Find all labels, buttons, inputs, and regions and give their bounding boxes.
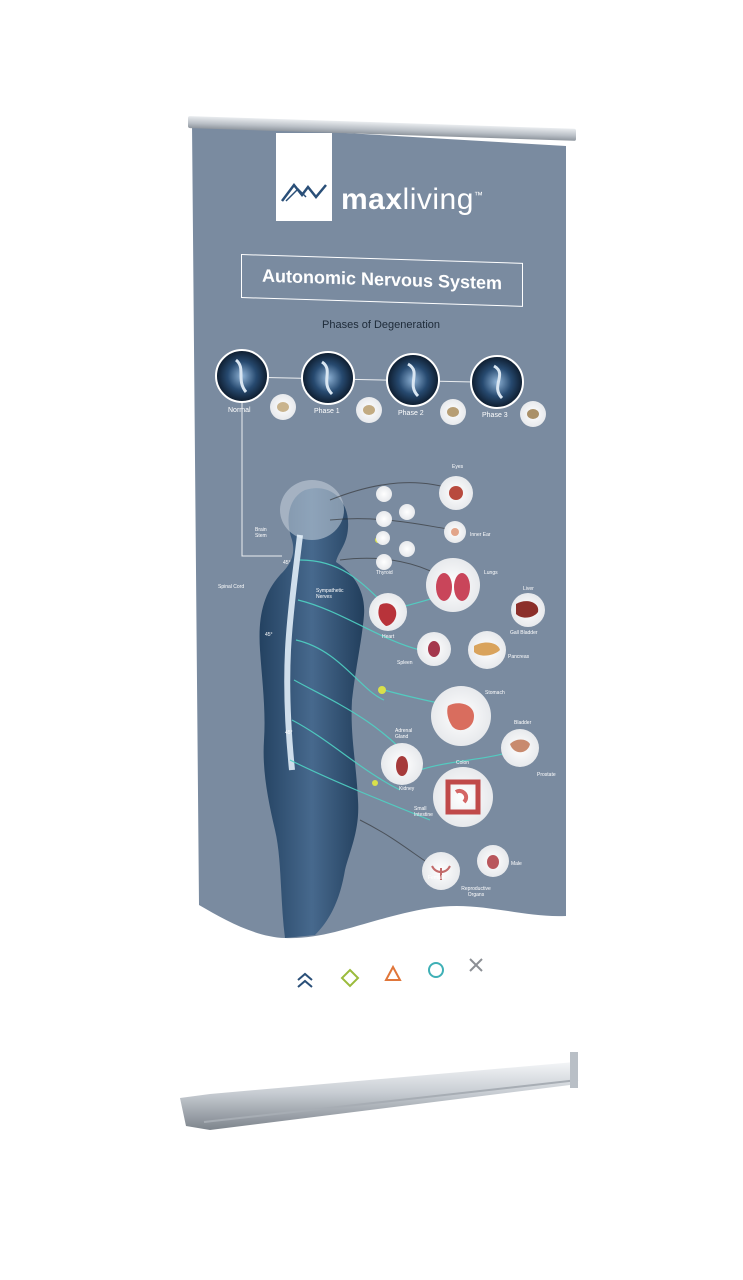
organ-label-male: Male [511, 861, 522, 867]
label-angle-2: 45° [265, 632, 273, 638]
chevrons-up-icon [297, 972, 313, 988]
organ-label-heart: Heart [382, 634, 395, 640]
brand-wordmark: maxliving™ [341, 183, 483, 217]
diamond-icon [340, 968, 360, 988]
phase-label-3: Phase 3 [482, 412, 508, 419]
organ-label-female: Female [428, 875, 445, 881]
poster-subtitle: Phases of Degeneration [322, 319, 441, 331]
trademark-symbol: ™ [473, 190, 484, 200]
triangle-icon [384, 964, 402, 981]
organ-label-bladder: Bladder [514, 720, 532, 726]
label-brain-stem: Brain Stem [255, 527, 267, 539]
mountain-logo-icon [281, 182, 327, 202]
organ-label-small-intestine: Small Intestine [414, 806, 433, 818]
organ-label-colon: Colon [456, 760, 470, 766]
organ-label-adrenal-gland: Adrenal Gland [395, 728, 413, 740]
organ-label-lungs: Lungs [484, 570, 498, 576]
organ-label-spleen: Spleen [397, 660, 413, 666]
phase-label-2: Phase 2 [398, 410, 424, 417]
organ-label-stomach: Stomach [485, 690, 505, 696]
brand-name-regular: living [402, 183, 474, 216]
label-angle-3: 45° [285, 730, 293, 736]
organ-label-reproductive-organs: Reproductive Organs [461, 886, 491, 898]
organ-label-eyes: Eyes [452, 464, 464, 470]
phase-label-normal: Normal [228, 407, 251, 414]
title-frame: Autonomic Nervous System [241, 254, 523, 307]
organ-label-liver: Liver [523, 586, 534, 592]
organ-label-inner-ear: Inner Ear [470, 532, 491, 538]
label-spinal-cord: Spinal Cord [218, 584, 245, 590]
brand-name-bold: max [341, 183, 403, 216]
label-angle-1: 45° [283, 560, 291, 566]
footer-icon-row [297, 958, 483, 988]
organ-label-kidney: Kidney [399, 786, 415, 792]
organ-label-thyroid: Thyroid [376, 570, 393, 576]
organ-label-gall-bladder: Gall Bladder [510, 630, 538, 636]
poster-title: Autonomic Nervous System [261, 265, 503, 294]
label-sympathetic-nerves: Sympathetic Nerves [316, 588, 344, 600]
organ-label-prostate: Prostate [537, 772, 556, 778]
x-icon [469, 958, 483, 972]
phase-label-1: Phase 1 [314, 408, 340, 415]
logo-box [276, 133, 332, 221]
organ-label-pancreas: Pancreas [508, 654, 530, 660]
circle-icon [428, 962, 444, 978]
